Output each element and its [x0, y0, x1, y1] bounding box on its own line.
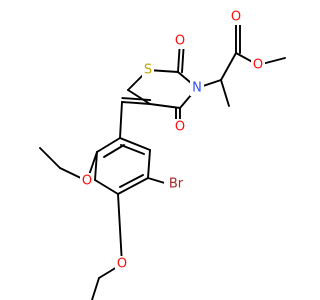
bonds-layer	[39, 16, 286, 300]
atom-label-o-ethoxy-bottom: O	[117, 257, 127, 272]
atom-label-o-carbonyl-top: O	[175, 34, 185, 49]
bond-c5-ring	[127, 89, 151, 105]
atom-label-n1: N	[192, 81, 202, 96]
bond-vinyl-aryl	[119, 101, 123, 139]
label-bg-o-ester-single	[251, 57, 265, 73]
bond-ar-6	[119, 137, 151, 151]
label-bg-o-ester-carbonyl	[229, 9, 243, 25]
bond-ar-o-bottom	[117, 193, 123, 265]
bond-ch2-ch3-left	[39, 147, 61, 169]
label-bg-o-ethoxy-bottom	[115, 256, 129, 272]
bond-ar-inner-2	[119, 174, 144, 188]
bond-ar-4	[117, 177, 149, 195]
label-bg-o-ethoxy-left	[80, 173, 94, 189]
bond-ar-3	[94, 179, 119, 195]
label-bg-s1	[142, 62, 154, 78]
bond-ar-1	[96, 137, 121, 153]
bond-ch2-ch3-bottom	[91, 277, 100, 300]
bond-ar-inner-1	[103, 144, 125, 158]
molecule-structure-diagram: S N O O O O O O Br	[39, 9, 286, 300]
bond-ch-ccarbonyl	[220, 52, 237, 81]
atom-label-o-ester-single: O	[253, 58, 263, 73]
label-bg-br1	[164, 176, 188, 192]
atom-labels-layer: S N O O O O O O Br	[80, 9, 265, 272]
bond-exocyclic-double	[121, 101, 151, 105]
bond-exocyclic-double	[121, 97, 152, 101]
atom-label-o-ester-carbonyl: O	[231, 10, 241, 25]
atom-label-s1: S	[144, 63, 152, 78]
label-bg-o-carbonyl-bottom	[173, 119, 187, 135]
atom-label-o-carbonyl-bottom: O	[175, 120, 185, 135]
atom-label-o-ethoxy-left: O	[82, 174, 92, 189]
label-bg-n1	[190, 80, 204, 96]
label-bg-o-carbonyl-top	[173, 33, 187, 49]
bond-ch-ch3	[220, 79, 230, 107]
bond-ar-inner-3	[120, 144, 145, 155]
bond-ar-2	[94, 151, 98, 181]
atom-label-br1: Br	[169, 177, 184, 192]
bond-c4-c5	[149, 103, 181, 109]
bond-ar-5	[147, 149, 151, 179]
